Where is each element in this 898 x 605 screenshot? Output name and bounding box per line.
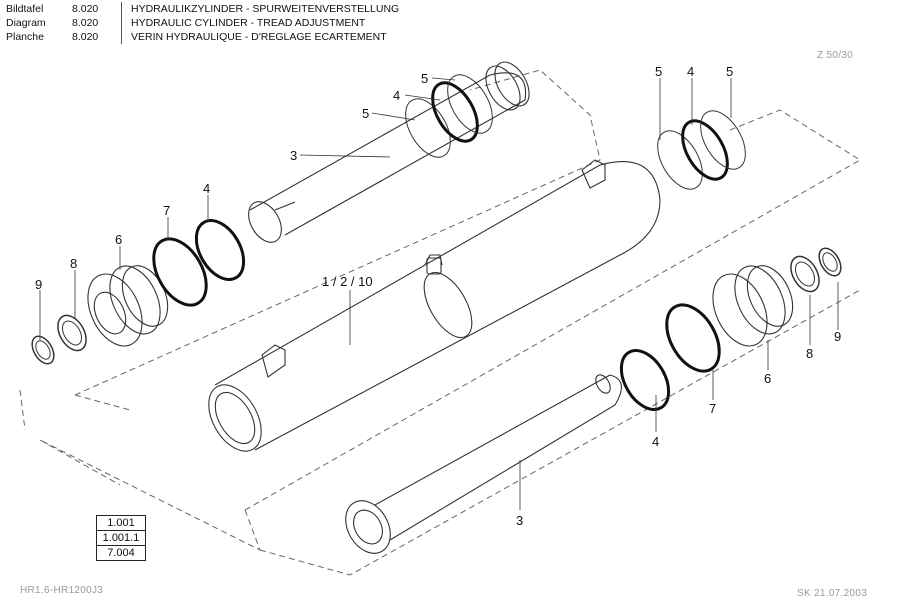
diagram-number-fr: 8.020 (72, 31, 99, 43)
oring-left-7 (152, 237, 208, 307)
seal-rings (31, 74, 842, 411)
diagram-number-column: 8.020 8.020 8.020 (72, 2, 112, 44)
callout-oring-top-5b: 5 (421, 71, 428, 86)
callout-right-7: 7 (709, 401, 716, 416)
cylinder-body (208, 159, 661, 452)
callout-left-9: 9 (35, 277, 42, 292)
reference-1[interactable]: 1.001 (96, 515, 146, 531)
diagram-title-column: HYDRAULIKZYLINDER - SPURWEITENVERSTELLUN… (131, 2, 451, 44)
diagram-type-de: Bildtafel (6, 3, 44, 15)
piston-rod-top (248, 61, 530, 243)
diagram-number-de: 8.020 (72, 3, 99, 15)
callout-oring-tr-5a: 5 (655, 64, 662, 79)
leader-lines (39, 77, 839, 510)
diagram-number-en: 8.020 (72, 17, 99, 29)
oring-left-4 (194, 219, 246, 281)
oring-right-7 (665, 303, 721, 373)
seal-left-8 (57, 314, 87, 352)
oring-top-4 (431, 81, 479, 143)
callout-main-assembly: 1 / 2 / 10 (322, 274, 373, 289)
callout-right-6: 6 (764, 371, 771, 386)
header-divider (121, 2, 122, 44)
callout-left-6: 6 (115, 232, 122, 247)
oring-tr-5b (700, 110, 746, 170)
diagram-type-fr: Planche (6, 31, 44, 43)
diagram-type-en: Diagram (6, 17, 46, 29)
signature-stamp: SK 21.07.2003 (797, 588, 868, 599)
gland-left (87, 265, 169, 347)
callout-left-8: 8 (70, 256, 77, 271)
oring-tr-5a (657, 130, 703, 190)
zone-stamp: Z 50/30 (817, 50, 854, 61)
diagram-title-de: HYDRAULIKZYLINDER - SPURWEITENVERSTELLUN… (131, 3, 400, 15)
seal-right-8 (790, 255, 820, 293)
callout-oring-top-4: 4 (393, 88, 400, 103)
oring-top-5a (405, 98, 451, 158)
oring-top-5b (447, 74, 493, 134)
oring-right-4 (619, 349, 671, 411)
callout-oring-top-5a: 5 (362, 106, 369, 121)
reference-box: 1.001 1.001.1 7.004 (96, 515, 146, 561)
reference-3[interactable]: 7.004 (96, 546, 146, 561)
seal-right-9 (818, 247, 842, 277)
callout-right-4: 4 (652, 434, 659, 449)
gland-right (712, 265, 794, 347)
reference-2[interactable]: 1.001.1 (96, 531, 146, 546)
piston-rod-bottom (345, 374, 622, 554)
model-stamp: HR1.6-HR1200J3 (20, 585, 104, 596)
callout-rod-bottom: 3 (516, 513, 523, 528)
dashed-assembly-outline (19, 69, 861, 576)
callout-left-7: 7 (163, 203, 170, 218)
oring-tr-4 (681, 119, 729, 181)
callout-labels: 1 / 2 / 10 3 3 4 5 5 5 4 5 4 7 6 8 9 4 7… (35, 64, 841, 528)
callout-right-8: 8 (806, 346, 813, 361)
diagram-title-fr: VERIN HYDRAULIQUE - D'REGLAGE ECARTEMENT (131, 31, 387, 43)
callout-oring-tr-5b: 5 (726, 64, 733, 79)
callout-oring-tr-4: 4 (687, 64, 694, 79)
diagram-type-column: Bildtafel Diagram Planche (6, 2, 62, 44)
seal-left-9 (31, 335, 55, 365)
callout-left-4: 4 (203, 181, 210, 196)
callout-right-9: 9 (834, 329, 841, 344)
diagram-title-en: HYDRAULIC CYLINDER - TREAD ADJUSTMENT (131, 17, 366, 29)
callout-rod-top: 3 (290, 148, 297, 163)
